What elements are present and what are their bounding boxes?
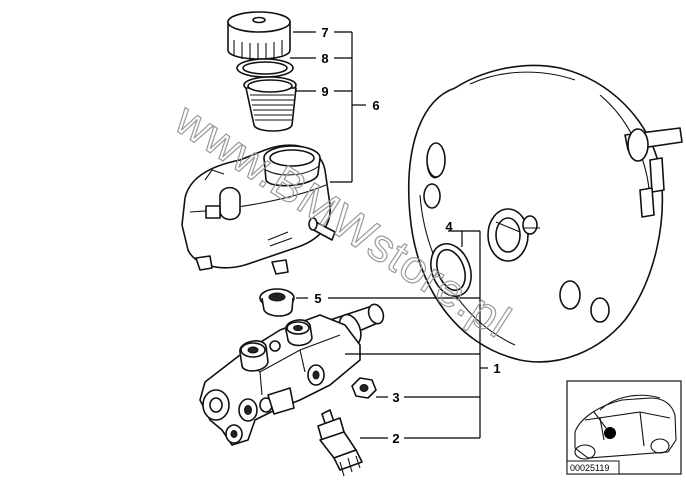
inset-car-thumbnail: 00025119 xyxy=(566,380,682,475)
reservoir-cap xyxy=(227,11,291,61)
callout-8: 8 xyxy=(321,51,328,66)
callout-5: 5 xyxy=(314,291,321,306)
leader-lines xyxy=(290,31,488,439)
callout-1: 1 xyxy=(493,361,500,376)
callout-6: 6 xyxy=(372,98,379,113)
hex-nut-3 xyxy=(351,377,377,399)
grommet-5 xyxy=(259,288,295,317)
inset-location-marker xyxy=(604,427,616,439)
pressure-switch-2 xyxy=(317,409,363,477)
seal-ring-8 xyxy=(236,58,294,78)
seal-ring-4 xyxy=(430,243,472,297)
callout-9: 9 xyxy=(321,84,328,99)
inset-code: 00025119 xyxy=(570,463,609,473)
callout-7: 7 xyxy=(321,25,328,40)
callout-2: 2 xyxy=(392,431,399,446)
brake-fluid-reservoir xyxy=(181,144,336,275)
strainer-filter-9 xyxy=(243,76,297,132)
callout-3: 3 xyxy=(392,390,399,405)
master-cylinder xyxy=(199,303,385,446)
callout-labels: 7 8 9 6 4 5 1 3 2 xyxy=(314,25,500,446)
callout-4: 4 xyxy=(445,219,453,234)
